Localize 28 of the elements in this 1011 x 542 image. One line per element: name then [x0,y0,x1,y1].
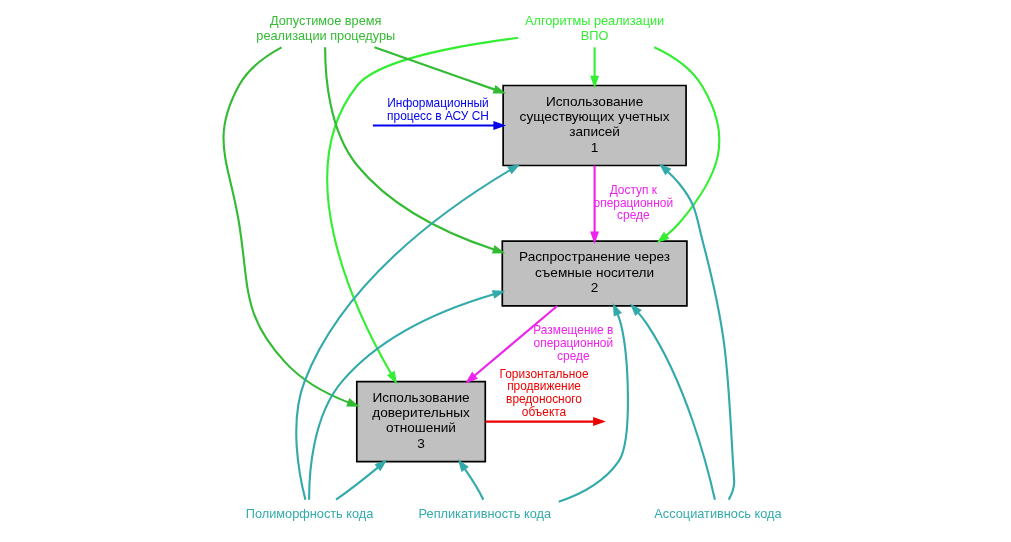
arrow [325,36,518,385]
edge-label: Горизонтальное продвижение вредоносного объекта [499,366,589,419]
arrow [222,46,360,407]
edge-label: Информационный процесс в АСУ СН [386,95,489,123]
node-text: Допустимое время реализации процедуры [255,13,395,43]
arrow [589,165,599,245]
node-text: Репликативность кода [418,506,551,522]
arrow [334,459,387,501]
node-box: Использование доверительных отношений 3 [355,380,486,463]
edge-label: Размещение в операционной среде [532,323,613,363]
arrow [629,303,716,500]
arrow [323,47,505,254]
arrow [457,459,484,501]
arrow [307,290,505,500]
node-text: Алгоритмы реализации ВПО [524,13,664,43]
arrow [653,46,720,244]
node-text: Ассоциативнось кода [653,506,782,522]
node-box: Распространение через съемные носители 2 [500,240,688,307]
arrow [557,302,629,503]
arrow [372,121,506,130]
node-box: Использование существующих учетных записей 1 [501,84,687,167]
arrow [464,305,558,384]
arrow [658,163,735,501]
arrow [485,417,606,427]
node-text: Полиморфность кода [245,506,373,522]
arrow [589,47,599,89]
arrow [373,46,506,94]
arrow [294,164,520,501]
